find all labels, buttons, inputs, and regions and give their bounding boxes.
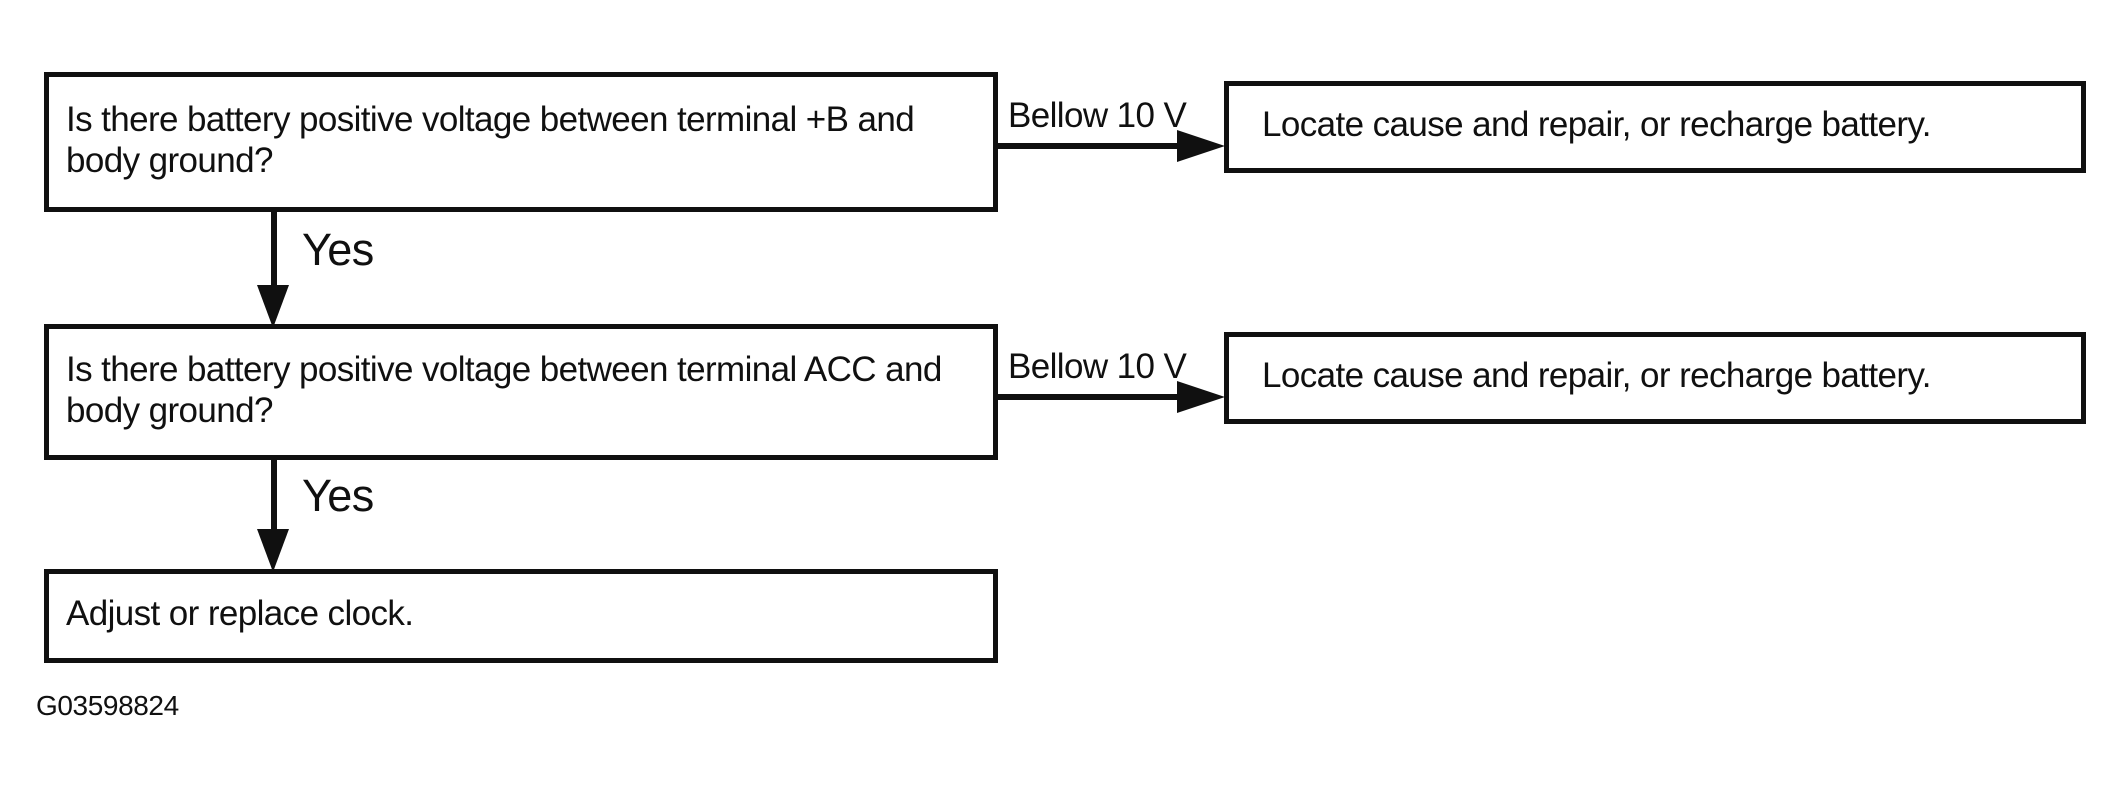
- flowchart-box-question-2: Is there battery positive voltage betwee…: [44, 324, 998, 460]
- edge-label-yes-1: Yes: [302, 224, 374, 275]
- arrow-shaft-down-1: [271, 212, 277, 288]
- figure-id-label: G03598824: [36, 690, 179, 721]
- edge-label-yes-2: Yes: [302, 470, 374, 521]
- arrow-shaft-down-2: [271, 460, 277, 532]
- arrow-shaft-right-2: [995, 394, 1185, 400]
- question-1-text: Is there battery positive voltage betwee…: [66, 99, 915, 180]
- action-2-text: Locate cause and repair, or recharge bat…: [1262, 356, 1931, 396]
- edge-label-bellow-10v-2: Bellow 10 V: [1008, 347, 1187, 386]
- result-text: Adjust or replace clock.: [66, 594, 414, 634]
- flowchart-box-question-1: Is there battery positive voltage betwee…: [44, 72, 998, 212]
- edge-label-bellow-10v-1: Bellow 10 V: [1008, 96, 1187, 135]
- arrowhead-down-icon: [257, 529, 289, 572]
- flowchart-box-action-1: Locate cause and repair, or recharge bat…: [1224, 81, 2086, 173]
- arrowhead-right-icon: [1177, 381, 1225, 413]
- question-2-text: Is there battery positive voltage betwee…: [66, 349, 942, 430]
- arrow-shaft-right-1: [995, 143, 1185, 149]
- arrowhead-right-icon: [1177, 130, 1225, 162]
- action-1-text: Locate cause and repair, or recharge bat…: [1262, 105, 1931, 145]
- arrowhead-down-icon: [257, 285, 289, 328]
- flowchart-box-action-2: Locate cause and repair, or recharge bat…: [1224, 332, 2086, 424]
- flowchart-box-result: Adjust or replace clock.: [44, 569, 998, 663]
